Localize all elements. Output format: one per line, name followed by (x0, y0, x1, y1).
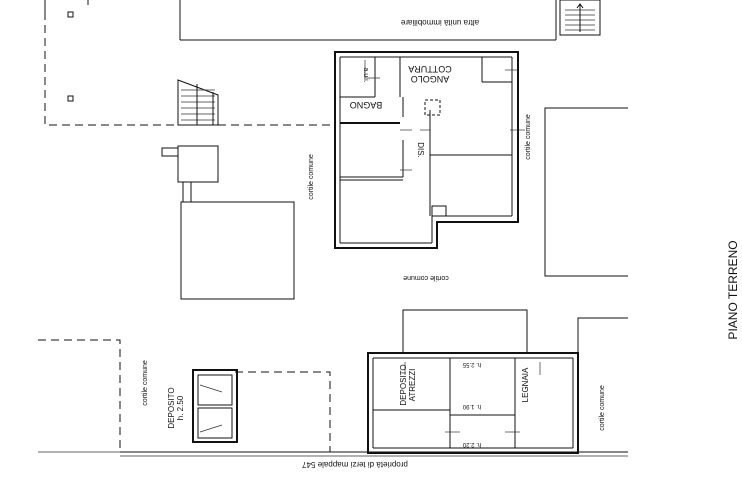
label-cortile-left: cortile comune (308, 154, 315, 200)
label-cortile-lower-right: cortile comune (599, 385, 606, 431)
label-cortile-bottom: cortile comune (403, 274, 449, 281)
label-legnaia: LEGNAIA (521, 367, 530, 402)
label-cortile-lower-left: cortile comune (142, 360, 149, 406)
left-center-block (161, 145, 295, 300)
stair-top-right (559, 0, 601, 36)
label-bagno: BAGNO (350, 100, 383, 110)
label-deposito-small: DEPOSITO (167, 387, 176, 428)
label-h220: h. 2.20 (462, 441, 481, 447)
label-aui: a.u.i. (362, 67, 369, 82)
label-atrezzi: ATREZZI (408, 369, 417, 402)
apartment-walls (334, 51, 525, 249)
upper-right-building (544, 107, 628, 277)
stair-mid-left (177, 79, 219, 126)
label-deposito-atrezzi: DEPOSITO (399, 364, 408, 405)
upper-left-dashed-outline (44, 0, 557, 126)
label-cottura: COTTURA (408, 64, 452, 74)
label-deposito-small-height: h. 2.50 (176, 395, 185, 420)
label-h255: h. 2.55 (462, 361, 481, 367)
label-dis: DIS. (416, 142, 425, 158)
label-h190: h. 1.90 (462, 403, 481, 409)
label-cortile-right: cortile comune (525, 114, 532, 160)
property-line (120, 451, 628, 457)
label-proprieta: proprietà di terzi mappale 547 (302, 460, 408, 469)
label-altra-unita: altra unità immobiliare (400, 18, 479, 27)
lower-right-building (577, 317, 628, 453)
label-angolo: ANGOLO (411, 74, 450, 84)
deposito-small (192, 369, 238, 443)
lower-left-dashed (38, 339, 331, 453)
plan-title: PIANO TERRENO (726, 240, 740, 339)
